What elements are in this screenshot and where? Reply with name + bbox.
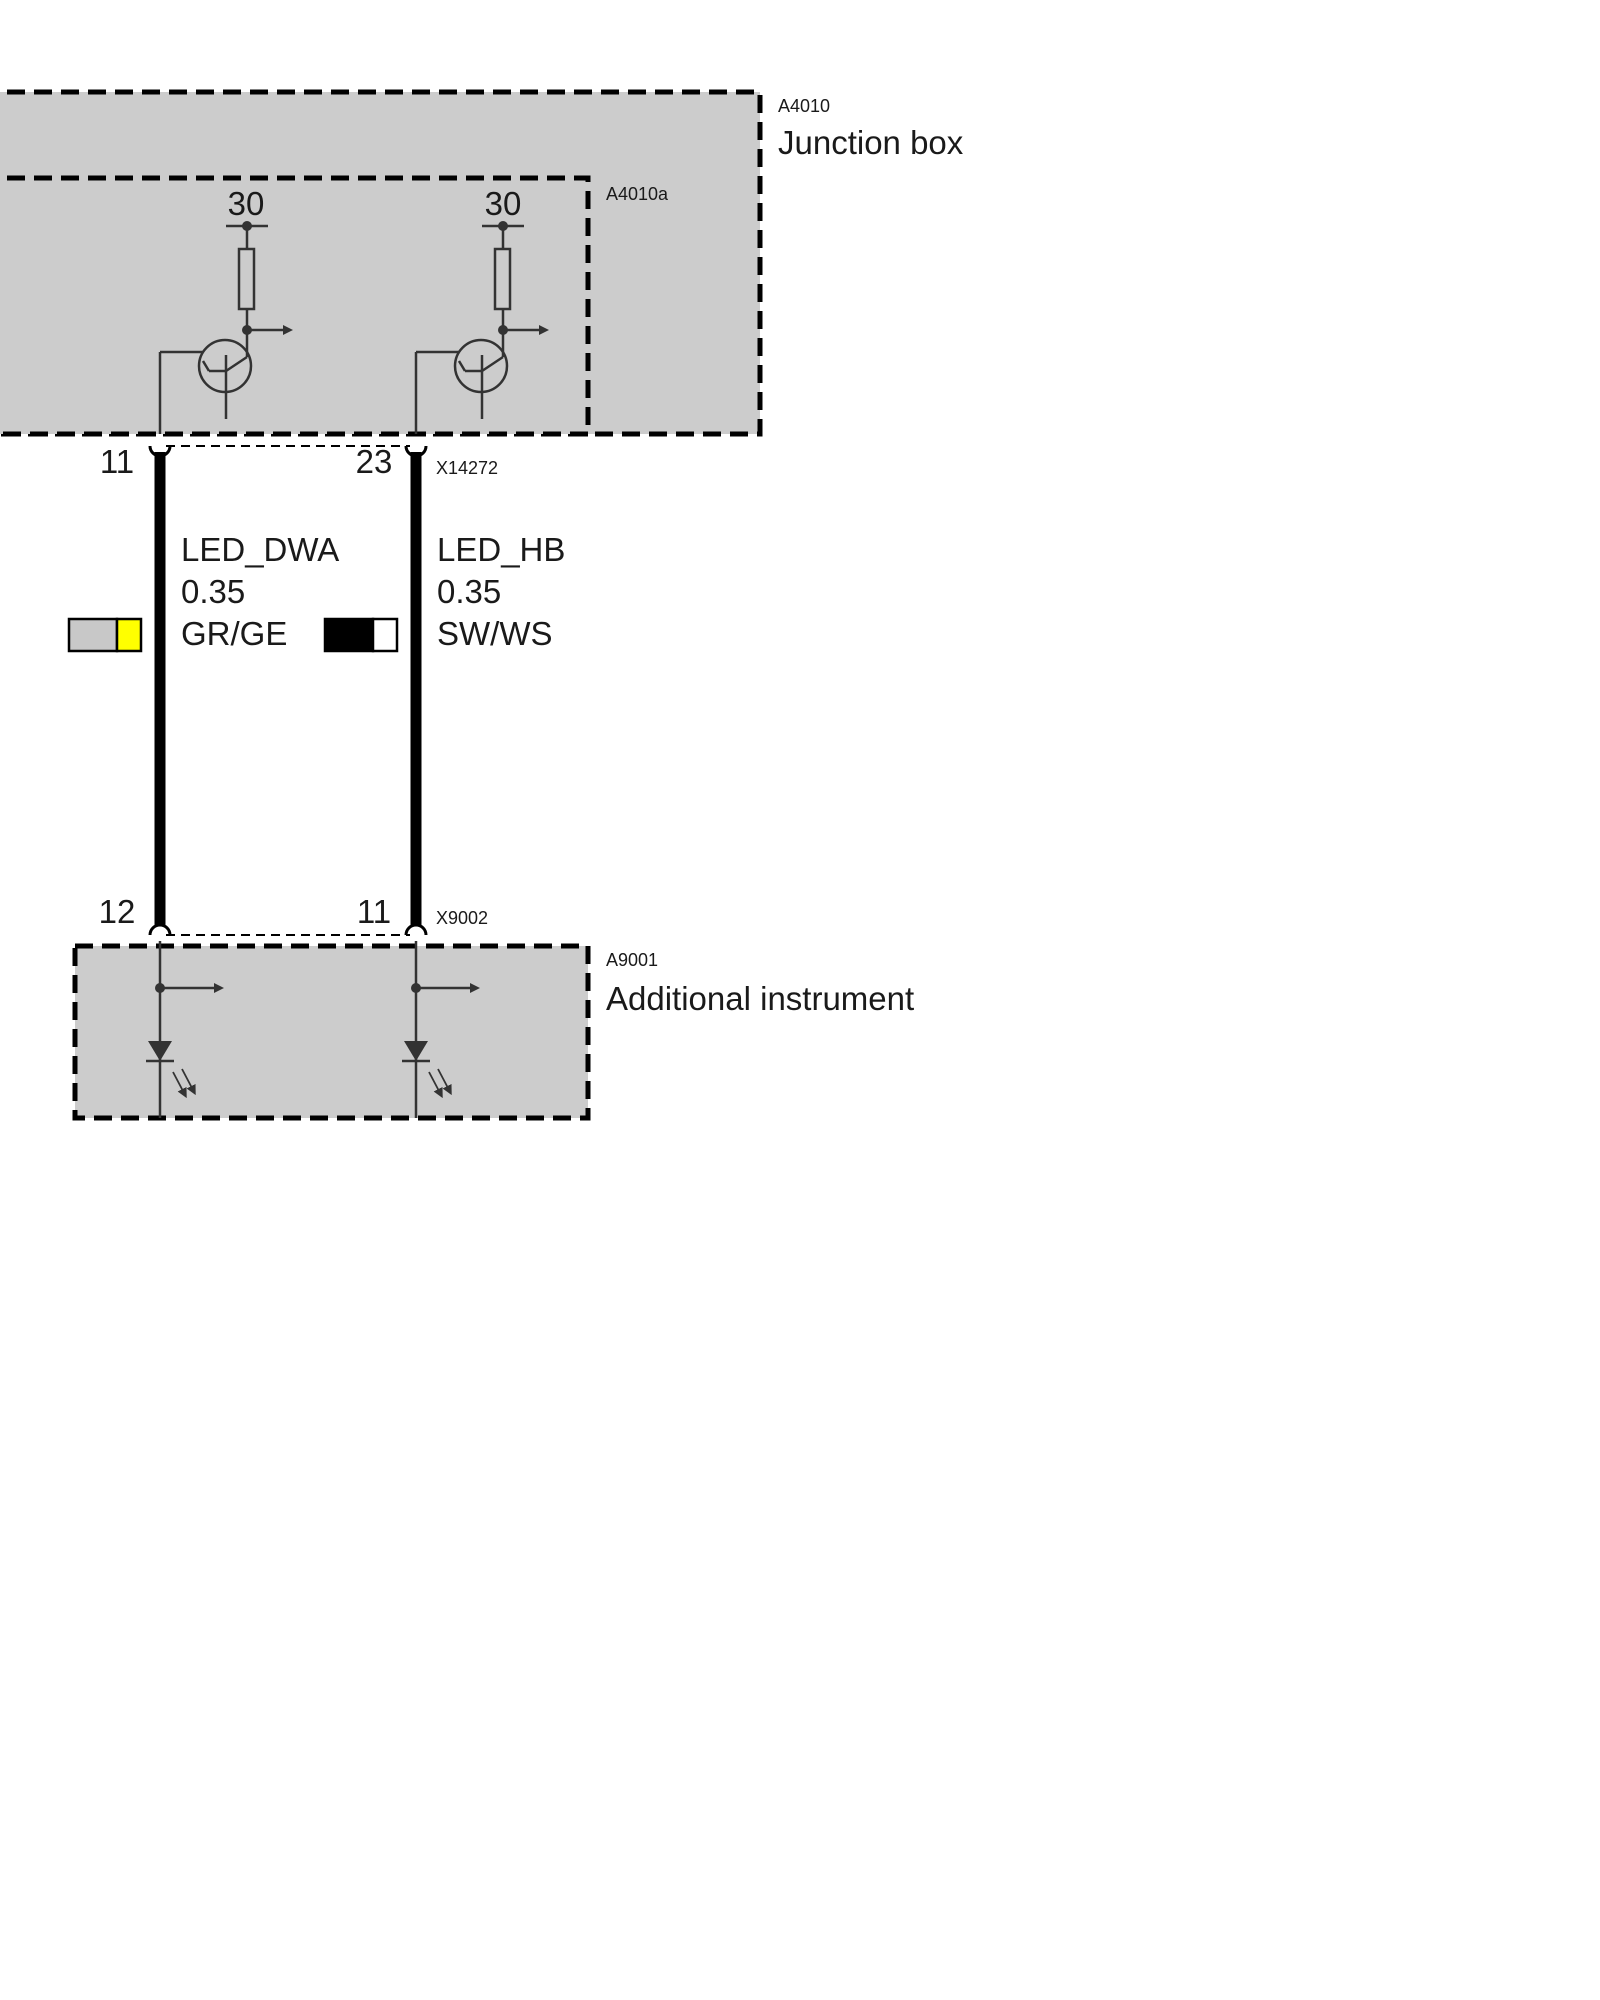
connector-bottom-id: X9002 [436,908,488,928]
wire-led-dwa-color-code: GR/GE [181,615,287,652]
connector-top-pin-left-label: 11 [100,443,134,480]
wire-led-hb-color-code: SW/WS [437,615,552,652]
wire-led-dwa-swatch-primary [67,617,119,653]
sub-module-id: A4010a [606,184,669,204]
additional-instrument-name: Additional instrument [606,980,914,1017]
left-led-light-arrow-2 [181,1068,196,1096]
left-collector [225,355,248,373]
connector-top-pin-right-label: 23 [356,443,393,480]
connector-bottom-pin-right-label: 11 [357,893,391,930]
wire-led-dwa-gauge: 0.35 [181,573,245,610]
right-emitter [457,360,467,372]
wire-led-hb-labels: LED_HB 0.35 SW/WS [323,531,565,653]
wire-led-hb-signal: LED_HB [437,531,565,568]
wire-led-dwa-labels: LED_DWA 0.35 GR/GE [67,531,339,653]
junction-box-name: Junction box [778,124,964,161]
wire-led-hb-swatch-stripe [371,617,399,653]
connector-bottom-pin-right [404,923,428,936]
right-led-diode-icon [404,1041,428,1061]
left-led-indicator [146,941,224,1118]
wire-led-dwa-swatch-stripe [115,617,143,653]
right-led-light-arrow-1 [428,1071,443,1099]
wire-led-hb-gauge: 0.35 [437,573,501,610]
additional-instrument-outline [72,943,591,1121]
right-collector [481,355,504,373]
connector-bottom-pin-left [148,923,172,936]
connector-top-id: X14272 [436,458,498,478]
additional-instrument-id: A9001 [606,950,658,970]
left-led-light-arrow-1 [172,1071,187,1099]
right-led-indicator [402,941,480,1118]
wire-led-dwa-signal: LED_DWA [181,531,339,568]
terminal-left-label: 30 [228,185,265,222]
connector-bottom: 12 11 X9002 [99,893,488,936]
right-led-light-arrow-2 [437,1068,452,1096]
terminal-right-label: 30 [485,185,522,222]
right-output-stage: 30 [414,185,549,434]
wire-led-hb-swatch-primary [323,617,375,653]
connector-bottom-pin-left-label: 12 [99,893,136,930]
connector-top: 11 23 X14272 [100,443,498,480]
junction-box-id: A4010 [778,96,830,116]
left-emitter [201,360,211,372]
left-led-diode-icon [148,1041,172,1061]
left-output-stage: 30 [158,185,293,434]
